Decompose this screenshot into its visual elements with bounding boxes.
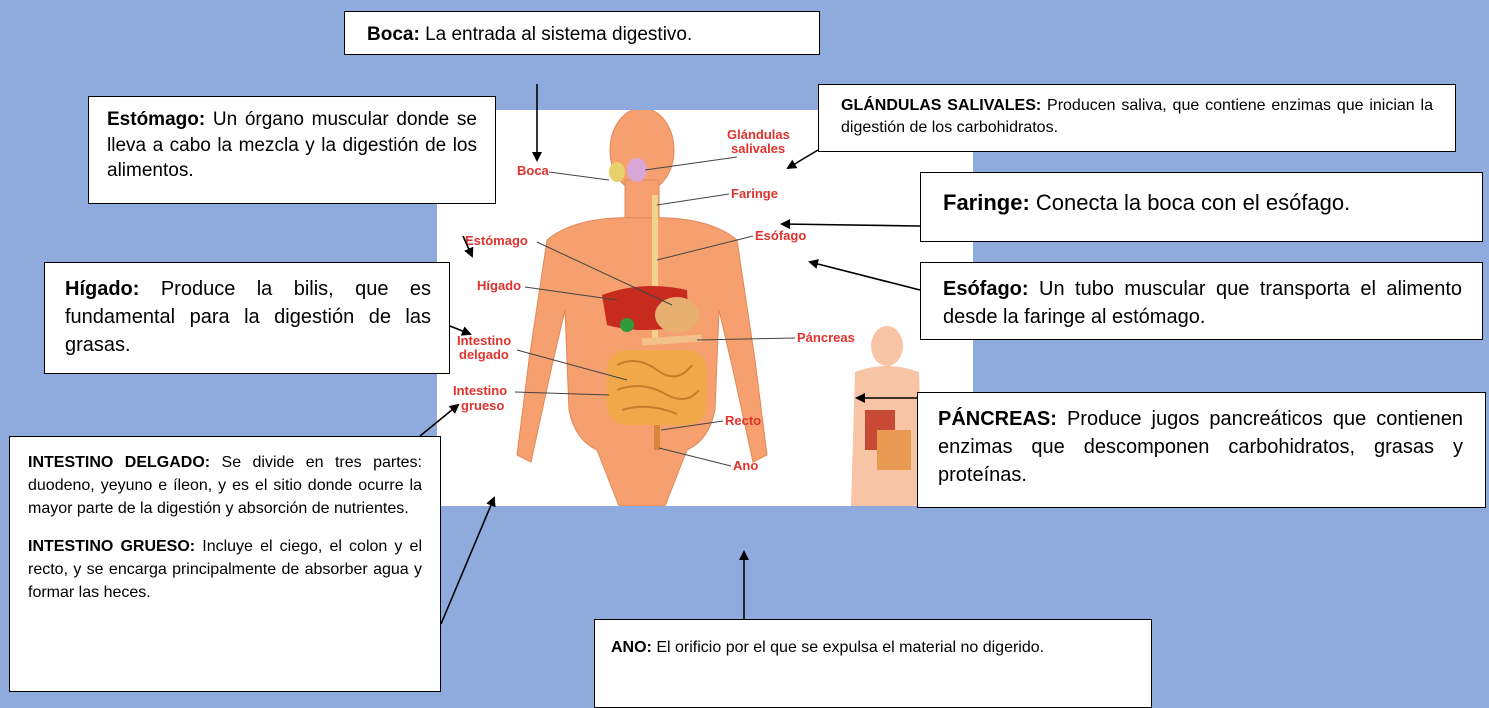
callout-estomago-text: Un órgano muscular donde se lleva a cabo… — [107, 109, 477, 182]
arrow-higado — [449, 325, 472, 336]
label-ano: Ano — [733, 458, 758, 473]
arrow-estomago — [462, 235, 474, 258]
callout-faringe-term: Faringe: — [943, 190, 1030, 215]
label-higado: Hígado — [477, 278, 521, 293]
callout-estomago: Estómago: Un órgano muscular donde se ll… — [88, 96, 496, 204]
callout-intestino-grueso-text: Incluye el ciego, el colon y el recto, y… — [28, 537, 423, 601]
label-intestino-grueso-2: grueso — [461, 398, 504, 413]
intestine-folds — [616, 360, 700, 415]
callout-intestino-grueso-term: INTESTINO GRUESO: — [28, 537, 196, 555]
callout-boca-text: La entrada al sistema digestivo. — [419, 24, 693, 45]
intestines — [607, 350, 707, 425]
callout-faringe-text: Conecta la boca con el esófago. — [1029, 190, 1351, 215]
callout-higado: Hígado: Produce la bilis, que es fundame… — [44, 262, 450, 374]
label-intestino-delgado-1: Intestino — [457, 333, 511, 348]
callout-pancreas: PÁNCREAS: Produce jugos pancreáticos que… — [917, 392, 1486, 508]
arrow-glandulas — [786, 149, 819, 170]
figure-leader-lines — [514, 156, 796, 467]
callout-intestino-delgado-term: INTESTINO DELGADO: — [28, 454, 211, 471]
arrow-intestino-grueso — [440, 496, 496, 625]
pancreas-organ — [641, 334, 703, 346]
callout-ano-text: El orificio por el que se expulsa el mat… — [651, 639, 1045, 656]
label-glandulas-1: Glándulas — [727, 127, 790, 142]
salivary-glands — [609, 158, 647, 182]
callout-ano: ANO: El orificio por el que se expulsa e… — [594, 619, 1152, 708]
callout-pancreas-term: PÁNCREAS: — [938, 408, 1057, 430]
label-intestino-grueso-1: Intestino — [453, 383, 507, 398]
callout-higado-term: Hígado: — [65, 278, 140, 300]
callout-glandulas-salivales: GLÁNDULAS SALIVALES: Producen saliva, qu… — [818, 84, 1456, 152]
callout-boca: Boca: La entrada al sistema digestivo. — [344, 11, 820, 55]
gallbladder — [620, 318, 634, 332]
arrow-faringe — [780, 219, 921, 230]
callout-higado-text: Produce la bilis, que es fundamental par… — [65, 278, 431, 356]
label-intestino-delgado-2: delgado — [459, 347, 509, 362]
callout-intestino-grueso: INTESTINO GRUESO: Incluye el ciego, el c… — [28, 535, 422, 605]
label-estomago: Estómago — [465, 233, 528, 248]
callout-intestino-delgado-text: Se divide en tres partes: duodeno, yeyun… — [28, 454, 422, 518]
digestive-system-figure: Glándulas salivales Boca Faringe Esófago… — [437, 110, 973, 506]
callout-glandulas-term: GLÁNDULAS SALIVALES: — [841, 97, 1042, 114]
callout-faringe: Faringe: Conecta la boca con el esófago. — [920, 172, 1483, 242]
arrow-intestino-delgado — [419, 403, 460, 437]
callout-glandulas-text: Producen saliva, que contiene enzimas qu… — [841, 97, 1433, 136]
callout-estomago-term: Estómago: — [107, 109, 206, 130]
callout-ano-term: ANO: — [611, 639, 652, 656]
stomach — [655, 297, 699, 333]
label-esofago: Esófago — [755, 228, 806, 243]
callout-intestino-delgado: INTESTINO DELGADO: Se divide en tres par… — [28, 451, 422, 521]
callout-pancreas-text: Produce jugos pancreáticos que contienen… — [938, 408, 1463, 486]
small-body-silhouette — [851, 326, 923, 506]
label-glandulas-2: salivales — [731, 141, 785, 156]
label-boca: Boca — [517, 163, 550, 178]
callout-intestinos: INTESTINO DELGADO: Se divide en tres par… — [9, 436, 441, 692]
label-faringe: Faringe — [731, 186, 778, 201]
digestive-system-illustration: Glándulas salivales Boca Faringe Esófago… — [453, 110, 923, 506]
callout-esofago-text: Un tubo muscular que transporta el alime… — [943, 278, 1462, 328]
label-pancreas: Páncreas — [797, 330, 855, 345]
label-recto: Recto — [725, 413, 761, 428]
callout-boca-term: Boca: — [367, 24, 420, 45]
callout-esofago: Esófago: Un tubo muscular que transporta… — [920, 262, 1483, 340]
callout-esofago-term: Esófago: — [943, 278, 1029, 300]
arrow-esofago — [808, 259, 921, 291]
